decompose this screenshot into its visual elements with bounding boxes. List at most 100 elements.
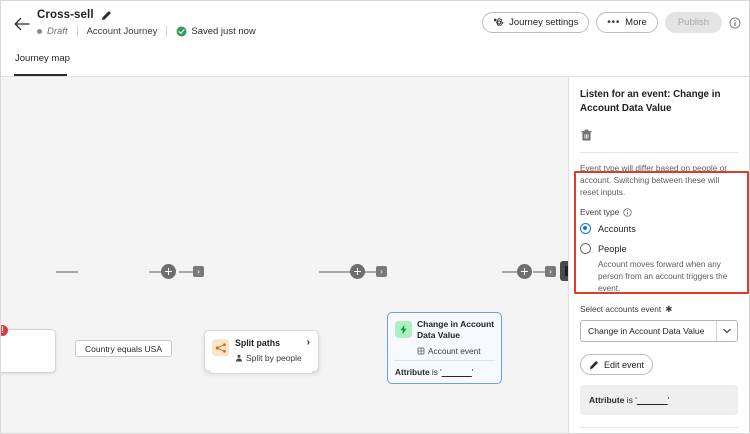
event-attribute-suffix: ' [471,367,474,377]
split-paths-title: Split paths [235,338,280,348]
entry-node-card[interactable]: s accounts ! [1,324,56,373]
timeout-row: Timeout [569,428,749,433]
saved-text: Saved just now [191,26,256,37]
attribute-mid: is ' [624,395,637,406]
event-node-attribute: Attribute is '______' [395,367,473,377]
people-help-text: Account moves forward when any person fr… [598,260,728,294]
check-circle-icon [176,26,187,37]
pencil-icon [589,360,598,369]
status-badge: Draft [47,26,68,37]
saved-status: Saved just now [176,26,256,37]
collapse-chevron-icon[interactable]: › [193,266,204,277]
edit-event-button[interactable]: Edit event [580,354,653,376]
pencil-icon[interactable] [101,10,112,21]
tab-bar: Journey map [1,49,749,77]
condition-label[interactable]: Country equals USA [75,340,173,357]
connector-wire [149,271,169,273]
status-dot [37,29,42,34]
split-paths-subtitle: Split by people [235,353,302,363]
more-button[interactable]: ••• More [596,12,658,33]
select-accounts-event-value: Change in Account Data Value [588,326,705,337]
event-node-subtitle-text: Account event [428,346,481,356]
attribute-blank: ______ [636,395,668,406]
select-event-label-row: Select accounts event ✱ [580,304,738,314]
event-node-selected[interactable]: Change in Account Data Value Account eve… [387,312,502,384]
journey-settings-button[interactable]: Journey settings [482,12,590,33]
collapse-chevron-icon[interactable]: › [545,266,556,277]
split-paths-subtitle-text: Split by people [246,353,302,363]
split-paths-node[interactable]: Split paths Split by people › [204,330,319,374]
app-header: Cross-sell Draft Account Journey Saved j… [1,1,749,49]
radio-accounts[interactable]: Accounts [580,223,738,235]
journey-title-block: Cross-sell Draft Account Journey Saved j… [37,9,256,37]
title-row: Cross-sell [37,9,256,21]
add-step-button[interactable] [350,264,365,279]
radio-people-control[interactable] [580,243,591,255]
connector-wire [533,271,547,273]
info-circle-icon[interactable] [729,17,741,29]
journey-settings-label: Journey settings [509,17,579,28]
event-attribute-mid: is ' [429,367,442,377]
select-event-label: Select accounts event [580,304,662,315]
radio-people[interactable]: People [580,243,738,255]
panel-title: Listen for an event: Change in Account D… [580,89,721,115]
connector-wire [179,271,197,273]
journey-type-label: Account Journey [86,26,158,37]
event-node-divider [394,360,495,361]
connector-wire [319,271,351,273]
add-step-button[interactable] [517,264,532,279]
delete-event-button[interactable] [580,127,596,143]
select-accounts-event-dropdown[interactable]: Change in Account Data Value [580,320,738,343]
journey-meta: Draft Account Journey Saved just now [37,26,256,37]
trash-icon [581,130,592,141]
radio-accounts-label: Accounts [598,223,636,234]
connector-wire [502,271,518,273]
account-event-icon [417,347,425,355]
publish-label: Publish [677,17,709,28]
event-node-title: Change in Account Data Value [417,319,495,341]
info-circle-icon[interactable] [623,208,632,217]
radio-people-label: People [598,243,627,254]
expand-chevron-icon[interactable]: › [306,337,310,348]
chevron-down-icon[interactable] [716,321,737,342]
event-type-label-row: Event type [580,207,738,217]
panel-divider [580,152,738,154]
event-attribute-label: Attribute [395,367,430,377]
radio-accounts-control[interactable] [580,223,591,235]
meta-divider-1 [76,26,78,37]
arrow-left-icon [14,17,30,31]
tab-journey-map[interactable]: Journey map [15,53,70,64]
journey-canvas[interactable]: s accounts ! Country equals USA › Split … [1,77,568,433]
publish-button[interactable]: Publish [664,12,722,33]
lightning-bolt-icon [395,321,412,338]
tab-active-indicator [14,74,67,76]
person-icon [236,354,242,362]
journey-end-node[interactable] [560,261,568,281]
gear-icon [494,17,504,26]
connector-wire [361,271,387,273]
event-type-field: Event type Accounts People Account moves… [569,207,749,343]
panel-divider-2 [580,427,738,429]
attribute-label: Attribute [589,395,625,406]
panel-header: Listen for an event: Change in Account D… [569,77,749,154]
event-attribute-blank: ______ [441,367,472,377]
error-badge-icon[interactable]: ! [1,324,9,337]
connector-wire [56,271,78,273]
back-button[interactable] [11,13,33,35]
more-label: More [625,17,647,28]
panel-note: Event type will differ based on people o… [580,163,727,198]
event-node-subtitle: Account event [417,346,481,356]
attribute-suffix: ' [667,395,670,406]
ellipsis-icon: ••• [607,16,621,28]
event-settings-panel: Listen for an event: Change in Account D… [568,77,749,433]
attribute-condition-box[interactable]: Attribute is '______' [580,385,738,416]
collapse-chevron-icon[interactable]: › [376,266,387,277]
page-title: Cross-sell [37,9,94,21]
edit-event-label: Edit event [603,359,645,370]
header-actions: Journey settings ••• More Publish [482,12,741,33]
meta-divider-2 [166,26,168,37]
required-indicator: ✱ [665,304,673,315]
split-paths-icon [212,339,229,356]
add-step-button[interactable] [161,264,176,279]
